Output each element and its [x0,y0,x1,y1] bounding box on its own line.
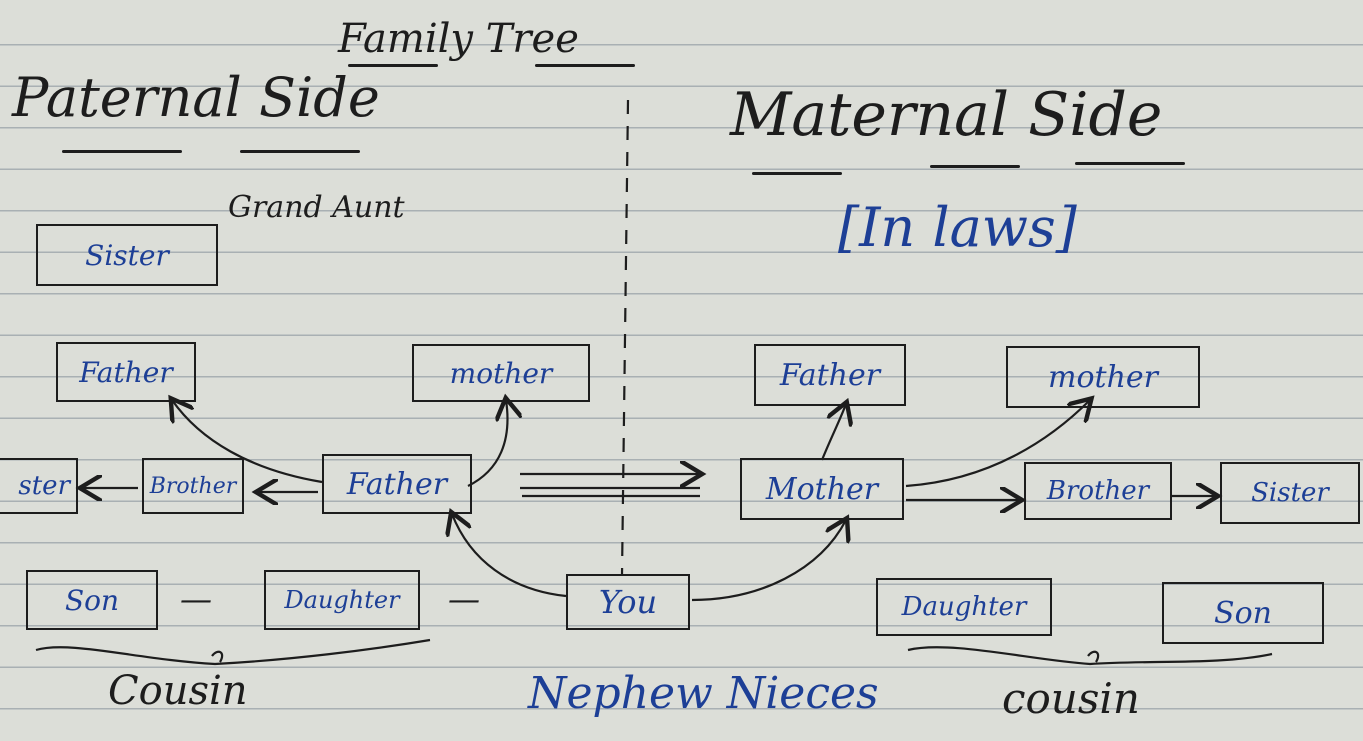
cousin-brace-left-tip [211,650,224,663]
maternal-side-heading: Maternal Side [730,80,1163,150]
maternal-heading-underline [752,172,842,175]
dash-1: — [180,580,212,618]
maternal-heading-underline-2 [930,165,1020,168]
maternal-cousin-son-box: Son [1162,582,1324,644]
title-underline-2 [535,64,635,67]
box-label: Son [64,583,120,617]
maternal-heading-underline-3 [1075,162,1185,165]
box-label: You [598,583,658,621]
in-laws-note: [In laws] [838,196,1077,259]
maternal-grandfather-box: Father [754,344,906,406]
box-label: mother [1048,359,1158,395]
paternal-side-heading: Paternal Side [12,66,380,129]
cousin-brace-left [35,638,431,666]
paternal-cousin-daughter-box: Daughter [264,570,420,630]
arrow-mother-grandfather [820,404,846,461]
cousin-brace-right [907,646,1273,666]
maternal-grandmother-box: mother [1006,346,1200,408]
you-box: You [566,574,690,630]
mother-box: Mother [740,458,904,520]
maternal-aunt-box: Sister [1220,462,1360,524]
cousin-label-right: cousin [1002,674,1140,723]
paternal-cousin-son-box: Son [26,570,158,630]
box-label: Daughter [284,586,400,614]
paternal-grandfather-box: Father [56,342,196,402]
box-label: ster [18,471,70,501]
paternal-heading-underline-2 [240,150,360,153]
box-label: Father [346,466,448,502]
box-label: Son [1214,595,1272,631]
cousin-brace-right-tip [1087,650,1100,663]
grand-aunt-label: Grand Aunt [228,190,405,225]
box-label: Brother [1046,476,1150,506]
diagram-title: Family Tree [338,16,579,62]
box-label: Father [79,355,173,389]
dash-2: — [448,580,480,618]
box-label: Brother [149,473,237,499]
title-underline [348,64,438,67]
paternal-heading-underline [62,150,182,153]
arrow-you-mother [691,520,846,602]
center-divider [620,99,630,576]
arrow-father-grandfather [172,400,323,484]
box-label: Sister [1251,478,1329,508]
arrow-you-father [452,514,567,598]
box-label: Father [779,357,881,393]
arrow-father-grandmother [467,400,507,487]
box-label: Daughter [901,592,1027,622]
maternal-uncle-box: Brother [1024,462,1172,520]
box-label: mother [449,356,553,390]
paternal-grandfather-aunt-box: Sister [36,224,218,286]
paternal-uncle-box: Brother [142,458,244,514]
nephew-niece-label: Nephew Nieces [528,668,879,719]
cousin-label-left: Cousin [108,668,248,714]
maternal-cousin-daughter-box: Daughter [876,578,1052,636]
arrow-mother-grandmother [905,400,1090,488]
box-label: Sister [85,238,169,272]
box-label: Mother [765,471,879,507]
paternal-aunt-box: ster [0,458,78,514]
